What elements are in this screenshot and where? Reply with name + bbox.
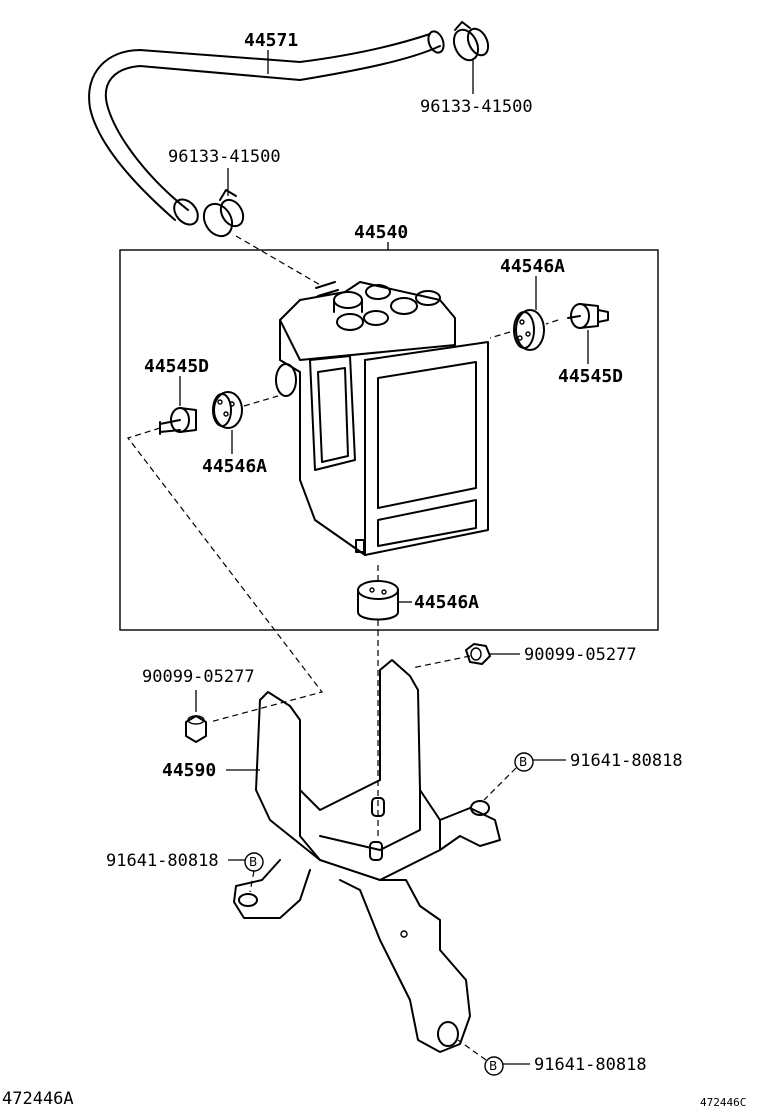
label-bolt-b-bottom: 91641-80818	[534, 1055, 647, 1075]
label-bolt-b-left: 91641-80818	[106, 851, 219, 871]
label-cushion-bottom: 44546A	[414, 592, 479, 613]
label-nut-left: 90099-05277	[142, 667, 255, 687]
clamp-top[interactable]	[449, 21, 492, 64]
svg-text:B: B	[489, 1059, 497, 1073]
label-nut-right: 90099-05277	[524, 645, 637, 665]
nut-right[interactable]	[465, 643, 491, 665]
svg-text:B: B	[249, 855, 257, 869]
label-bracket: 44590	[162, 760, 216, 781]
b-marker-left[interactable]: B	[244, 852, 264, 872]
diagram-id-right: 472446C	[700, 1096, 746, 1109]
svg-text:B: B	[519, 755, 527, 769]
cushion-bottom[interactable]	[357, 580, 399, 621]
hose-44571[interactable]	[88, 29, 446, 229]
label-bolt-b-right: 91641-80818	[570, 751, 683, 771]
label-bolt-right: 44545D	[558, 366, 623, 387]
actuator-assy-frame	[119, 249, 659, 631]
label-bolt-left: 44545D	[144, 356, 209, 377]
b-marker-right[interactable]: B	[514, 752, 534, 772]
label-cushion-left: 44546A	[202, 456, 267, 477]
bolt-right[interactable]	[567, 303, 609, 329]
label-cushion-top-right: 44546A	[500, 256, 565, 277]
cushion-left[interactable]	[212, 391, 243, 429]
clamp-left[interactable]	[198, 189, 247, 241]
nut-left[interactable]	[185, 715, 207, 743]
cushion-top-right[interactable]	[513, 309, 545, 351]
b-marker-bottom[interactable]: B	[484, 1056, 504, 1076]
label-clamp-top: 96133-41500	[420, 97, 533, 117]
diagram-id-left: 472446A	[2, 1089, 74, 1109]
abs-actuator[interactable]	[275, 281, 489, 556]
label-actuator-assy: 44540	[354, 222, 408, 243]
bolt-left[interactable]	[159, 407, 197, 435]
label-clamp-left: 96133-41500	[168, 147, 281, 167]
label-hose: 44571	[244, 30, 298, 51]
bracket-44590[interactable]	[233, 659, 501, 1053]
